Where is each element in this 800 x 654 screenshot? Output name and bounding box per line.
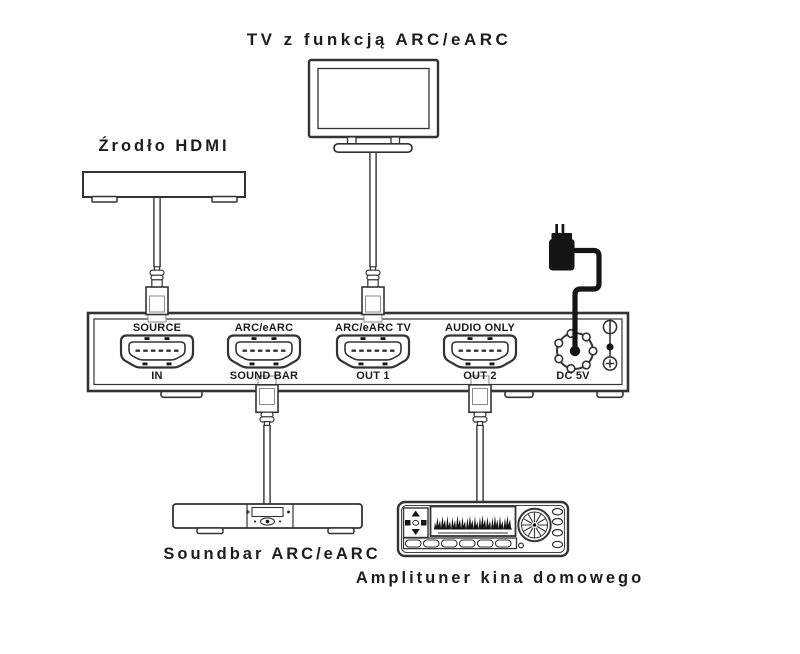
av-receiver-icon	[396, 500, 570, 558]
source-label: Źrodło HDMI	[98, 137, 230, 155]
tv-label: TV z funkcją ARC/eARC	[246, 30, 512, 49]
hdmi-plug-receiver	[468, 375, 492, 427]
soundbar-icon	[172, 503, 363, 535]
soundbar-label: Soundbar ARC/eARC	[163, 545, 381, 563]
source-hdmi-cable	[153, 197, 161, 268]
soundbar-cable	[263, 424, 271, 505]
tv-icon	[307, 58, 440, 154]
port-soundbar-top-label: ARC/eARC	[234, 321, 294, 334]
dc-power-label: DC 5V	[556, 369, 590, 382]
polarity-icon	[602, 319, 618, 371]
source-device-icon	[82, 171, 246, 203]
hdmi-port-out1	[335, 334, 411, 369]
port-out2-top-label: AUDIO ONLY	[444, 321, 516, 334]
amplifier-label: Amplituner kina domowego	[355, 569, 645, 587]
receiver-button-row	[402, 537, 518, 550]
dpad-icon	[402, 507, 429, 539]
port-soundbar-bottom-label: SOUND BAR	[229, 369, 299, 382]
hdmi-plug-soundbar	[255, 375, 279, 427]
soundbar-display	[251, 506, 284, 518]
hdmi-port-in	[119, 334, 195, 369]
hdmi-plug-source	[145, 265, 169, 323]
dc-plug-pin	[569, 345, 581, 357]
receiver-display	[429, 505, 517, 537]
hdmi-port-soundbar	[226, 334, 302, 369]
port-in-top-label: SOURCE	[132, 321, 182, 334]
port-in-bottom-label: IN	[151, 369, 163, 382]
power-adapter-icon	[549, 224, 575, 271]
hdmi-plug-tv	[361, 265, 385, 323]
receiver-cable	[476, 424, 484, 503]
power-cable	[572, 247, 602, 351]
audio-extractor-box	[86, 311, 630, 399]
port-out1-bottom-label: OUT 1	[356, 369, 390, 382]
hdmi-port-out2	[442, 334, 518, 369]
volume-knob-icon	[517, 507, 552, 543]
port-out1-top-label: ARC/eARC TV	[334, 321, 412, 334]
port-out2-bottom-label: OUT 2	[463, 369, 497, 382]
tv-hdmi-cable	[369, 152, 377, 268]
